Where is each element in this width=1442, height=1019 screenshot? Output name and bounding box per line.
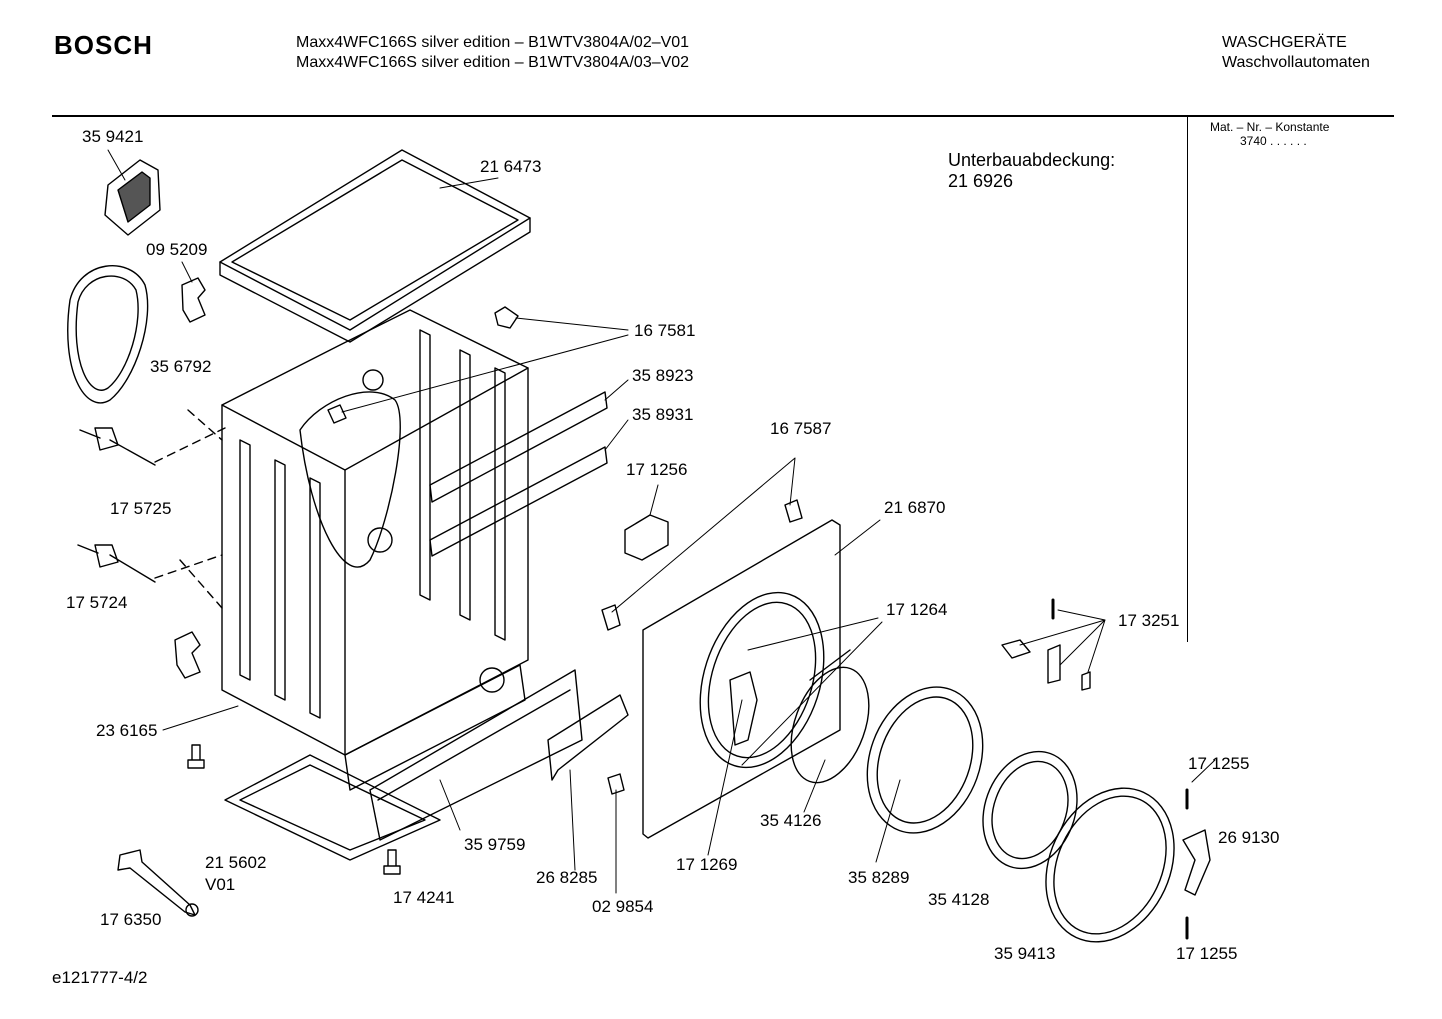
spring-part [809,649,851,681]
part-label: 17 1255 [1188,754,1250,773]
part-label: 02 9854 [592,897,654,916]
clip-part [181,277,206,323]
clip-16-7581-a [494,306,519,329]
gasket-ring-part [67,265,149,404]
part-label: 35 8289 [848,868,910,887]
material-value: 3740 . . . . . . [1240,134,1307,148]
door-glass-part [982,750,1078,870]
leader-17-1264 [741,617,883,766]
part-label: 09 5209 [146,240,208,259]
part-label: 35 9413 [994,944,1056,963]
part-label: 21 5602 [205,853,267,872]
bolt-hole [362,369,384,391]
door-ring-part [866,686,984,834]
drawer-handle-part [547,694,629,781]
door-lock-part [624,514,669,561]
transport-bolt-lower [77,544,223,583]
handle-clip-part [104,159,161,236]
clip-part-lower [174,631,201,679]
material-label: Mat. – Nr. – Konstante [1210,120,1330,134]
part-label: 17 4241 [393,888,455,907]
part-label: 17 1264 [886,600,948,619]
bolt-guide-lines [179,409,223,609]
model-line-1: Maxx4WFC166S silver edition – B1WTV3804A… [296,34,690,51]
subassembly-part: 21 6926 [948,171,1014,191]
part-label: 17 5725 [110,499,172,518]
header-divider [52,115,1394,117]
wrench-ring [185,903,199,917]
clip-16-7587-b [784,499,803,523]
part-label: 21 6473 [480,157,542,176]
clip-16-7581-b [327,404,347,424]
part-label: 35 4126 [760,811,822,830]
cabinet-part [221,309,529,791]
cross-brace-lower [429,446,608,557]
cross-brace-upper [429,391,608,503]
part-label: 17 1269 [676,855,738,874]
subassembly-note: Unterbauabdeckung: 21 6926 [948,150,1115,192]
part-label: 16 7581 [634,321,696,340]
part-label: 35 9759 [464,835,526,854]
part-label: 17 5724 [66,593,128,612]
base-plate-part [224,754,441,861]
bolt-hole-lower [367,527,393,553]
leader-17-3251 [1019,609,1106,673]
screw-02-9854 [607,773,625,795]
diagram-id: e121777-4/2 [52,968,148,987]
model-line-2: Maxx4WFC166S silver edition – B1WTV3804A… [296,54,690,71]
outer-door-part [1045,787,1175,943]
part-label: 17 1255 [1176,944,1238,963]
top-cover-part [219,149,531,343]
part-label: 23 6165 [96,721,158,740]
material-constant: Mat. – Nr. – Konstante 3740 . . . . . . [1210,120,1329,148]
part-label: 35 4128 [928,890,990,909]
part-label: 35 9421 [82,127,144,146]
front-panel-part [642,519,841,839]
part-label: V01 [205,875,236,894]
part-label: 35 8931 [632,405,694,424]
part-label: 35 8923 [632,366,694,385]
wrench-part [117,849,196,916]
foot-screw-part [187,744,205,769]
door-handle-part [1182,829,1211,896]
category-subtitle: Waschvollautomaten [1222,54,1370,71]
part-label: 17 1256 [626,460,688,479]
part-label: 17 6350 [100,910,162,929]
category-title: WASCHGERÄTE [1222,34,1347,51]
part-label: 35 6792 [150,357,212,376]
screw-17-4241 [383,849,401,875]
part-label: 16 7587 [770,419,832,438]
door-seal-part [790,666,870,784]
pump-opening [479,667,505,693]
clip-16-7587-a [601,604,621,631]
brand-logo: BOSCH [54,30,153,60]
side-divider [1187,117,1188,642]
leader-16-7581 [341,317,629,413]
subassembly-label: Unterbauabdeckung: [948,150,1116,170]
leader-17-1255 [1191,759,1216,783]
hinge-part [1001,639,1091,691]
leader-16-7587 [611,457,796,613]
part-label: 26 9130 [1218,828,1280,847]
part-label: 21 6870 [884,498,946,517]
leader-lines [107,149,901,894]
part-label: 17 3251 [1118,611,1180,630]
transport-bolt-upper [79,427,226,466]
detergent-drawer-part [369,669,583,841]
part-label: 26 8285 [536,868,598,887]
